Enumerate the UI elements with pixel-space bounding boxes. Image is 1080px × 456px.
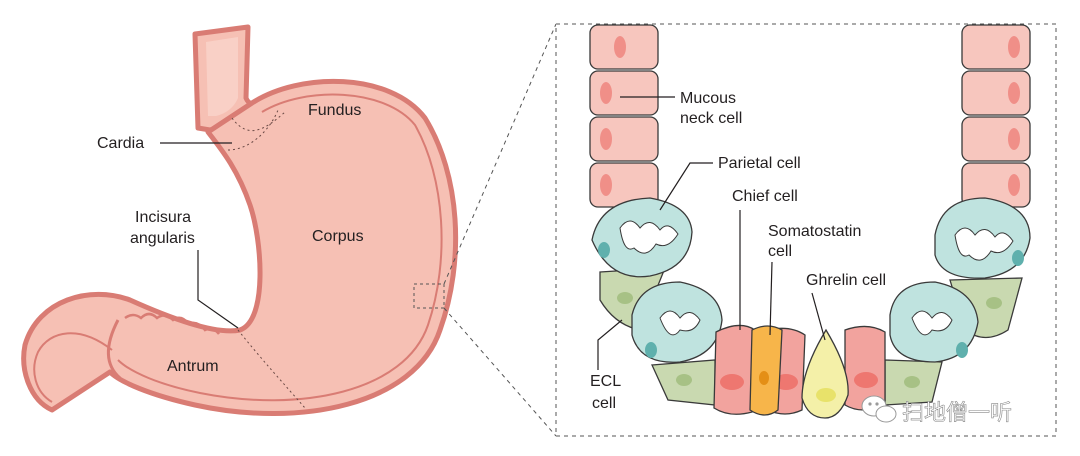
label-chief: Chief cell [732,188,798,205]
label-incisura-line1: Incisura [135,209,191,226]
zoom-line-bottom [443,307,557,437]
label-ecl-line2: cell [592,395,616,412]
label-antrum: Antrum [167,358,219,375]
cardia-boundary [231,111,286,131]
mucous-cells-left [589,24,659,208]
watermark-text: 扫地僧一听 [902,401,1012,426]
rugae [124,312,220,335]
label-somatostatin-line1: Somatostatin [768,223,861,240]
stomach-body [21,78,459,416]
label-parietal: Parietal cell [718,155,801,172]
label-mucous-line2: neck cell [680,110,742,127]
label-corpus: Corpus [312,228,364,245]
leader-ecl [597,319,623,370]
antrum-boundary [237,329,306,409]
somatostatin-cell [749,325,783,416]
stomach-inner-wall [117,93,443,402]
leader-incisura [197,250,239,329]
ghrelin-cell [801,328,849,419]
watermark: 扫地僧一听 [861,395,1012,426]
label-fundus: Fundus [308,102,361,119]
esophagus-lumen [206,37,238,116]
leader-ghrelin [811,292,826,341]
leader-somatostatin [769,261,773,336]
stomach: Fundus Cardia Incisura angularis Corpus … [21,24,459,416]
duodenum-wall [107,319,122,380]
label-cardia: Cardia [97,135,144,152]
parietal-cells [591,197,1031,363]
duodenum-inner [33,332,113,403]
leader-parietal [659,162,713,211]
label-somatostatin-line2: cell [768,243,792,260]
wechat-icon [861,395,897,423]
label-mucous-line1: Mucous [680,90,736,107]
somatostatin-nucleus [759,371,769,385]
mucous-cells-right [961,24,1031,208]
ghrelin-nucleus [816,388,836,402]
chief-cells [713,324,886,415]
fundus-boundary [227,109,279,151]
zoom-line-top [443,23,557,285]
label-ghrelin: Ghrelin cell [806,272,886,289]
label-incisura-line2: angularis [130,230,195,247]
magnify-region-box [413,283,445,309]
gastric-gland-panel: Mucous neck cell Parietal cell Chief cel… [555,23,1057,437]
label-ecl-line1: ECL [590,373,621,390]
